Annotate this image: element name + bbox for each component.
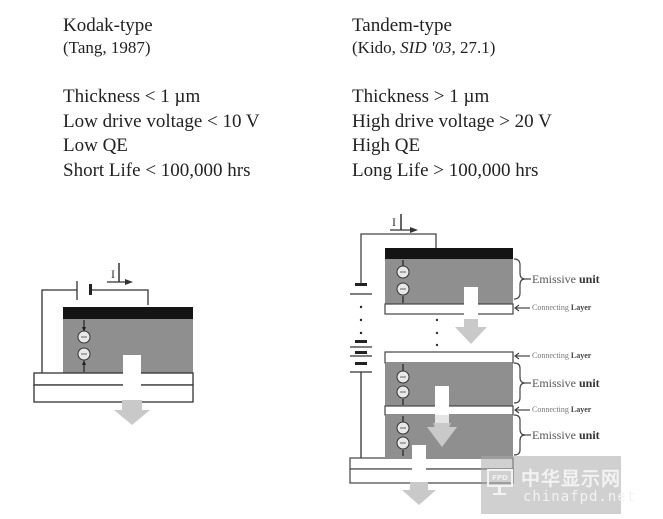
tandem-qe: High QE	[352, 135, 421, 156]
glass-substrate	[33, 384, 194, 403]
monitor-logo-icon: FPD	[487, 469, 513, 487]
anode-layer	[33, 372, 194, 386]
connecting-layer-label-1: Connecting Layer	[532, 303, 592, 312]
tandem-thickness: Thickness > 1 µm	[352, 86, 490, 107]
kodak-current-label: I	[111, 267, 115, 281]
connecting-layer-label-3: Connecting Layer	[532, 405, 592, 414]
light-emission-arrow-icon	[402, 482, 436, 505]
tandem-device: I	[349, 214, 531, 505]
tandem-type-column: Tandem-type (Kido, SID '03, 27.1) Thickn…	[352, 14, 552, 183]
watermark-chinese-name: 中华显示网	[521, 468, 622, 490]
cathode-layer	[385, 248, 513, 259]
light-emission-arrow-icon	[114, 400, 150, 425]
emissive-unit-label-3: Emissive unit	[532, 428, 600, 442]
kodak-properties: Thickness < 1 µm Low drive voltage < 10 …	[63, 85, 260, 183]
kodak-lifetime: Short Life < 100,000 hrs	[63, 159, 251, 181]
citation-author: (Kido,	[352, 38, 401, 57]
kodak-device: I	[33, 263, 194, 425]
connecting-layer-label-2: Connecting Layer	[532, 351, 592, 360]
connecting-layer-2	[384, 351, 514, 364]
watermark: FPD 中华显示网 chinafpd.net	[481, 456, 635, 514]
tandem-drive-voltage: High drive voltage > 20 V	[352, 110, 552, 132]
annotation-brackets	[513, 258, 531, 456]
tandem-citation: (Kido, SID '03, 27.1)	[352, 37, 552, 59]
tandem-lifetime: Long Life > 100,000 hrs	[352, 159, 539, 181]
emissive-unit-label-1: Emissive unit	[532, 272, 600, 286]
kodak-thickness: Thickness < 1 µm	[63, 86, 201, 107]
kodak-title: Kodak-type	[63, 15, 153, 36]
battery-stack-icon	[350, 283, 372, 458]
tandem-title: Tandem-type	[352, 15, 452, 36]
cathode-layer	[63, 307, 193, 319]
kodak-citation: (Tang, 1987)	[63, 38, 151, 57]
light-emission-arrow-icon	[455, 319, 487, 344]
tandem-current-label: I	[392, 215, 396, 229]
kodak-qe: Low QE	[63, 135, 128, 156]
kodak-type-column: Kodak-type (Tang, 1987) Thickness < 1 µm…	[63, 14, 260, 183]
tandem-properties: Thickness > 1 µm High drive voltage > 20…	[352, 85, 552, 183]
emissive-unit-label-2: Emissive unit	[532, 376, 600, 390]
citation-number: , 27.1)	[451, 38, 496, 57]
citation-journal: SID '03	[400, 38, 452, 57]
watermark-domain: chinafpd.net	[523, 489, 637, 505]
connecting-layer-1	[384, 303, 514, 315]
kodak-drive-voltage: Low drive voltage < 10 V	[63, 110, 260, 132]
